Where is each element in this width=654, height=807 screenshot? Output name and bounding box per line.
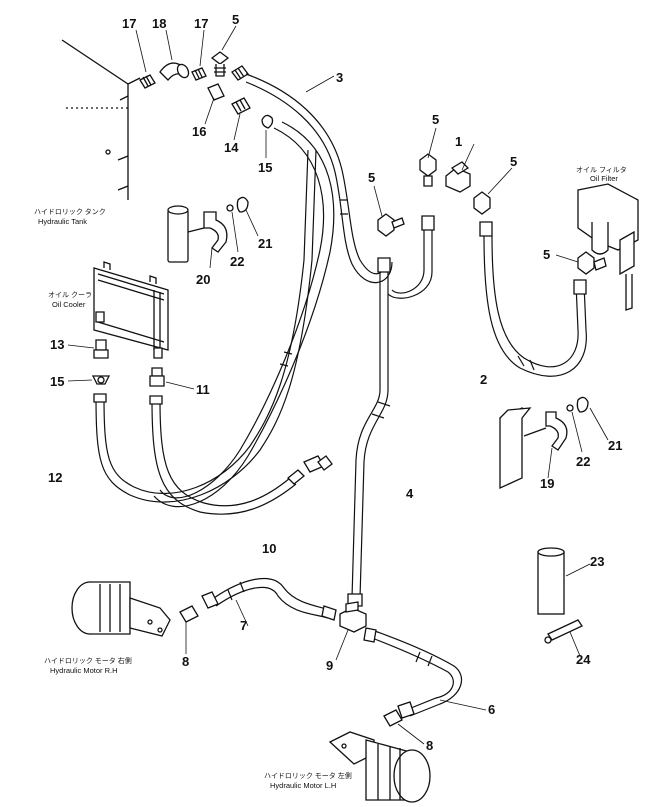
callout-7: 7 (240, 618, 247, 633)
leader-lines-cooler (67, 344, 195, 390)
leader-lines-top (135, 25, 335, 158)
motor-rh-en-label: Hydraulic Motor R.H (50, 666, 118, 675)
leader-lines-center (373, 127, 513, 217)
callout-16: 16 (192, 124, 206, 139)
oil-cooler (93, 261, 169, 359)
motor-rh-jp-label: ハイドロリック モータ 右側 (44, 656, 132, 665)
callout-14: 14 (224, 140, 239, 155)
callout-9: 9 (326, 658, 333, 673)
callout-22a: 22 (230, 254, 244, 269)
hose-7 (213, 577, 331, 619)
callout-3: 3 (336, 70, 343, 85)
callout-15b: 15 (258, 160, 272, 175)
hydraulic-motor-rh (71, 581, 171, 637)
sleeve-23 (537, 547, 565, 615)
tank-outlet-fittings (139, 51, 274, 129)
callout-5e: 5 (543, 247, 550, 262)
callout-5c: 5 (368, 170, 375, 185)
clamp-assembly-right (499, 396, 589, 490)
callout-numbers: 1 2 3 4 5 5 5 5 5 6 7 8 8 9 10 11 12 13 … (48, 12, 622, 753)
oil-cooler-jp-label: オイル クーラ (48, 291, 92, 299)
callout-17a: 17 (122, 16, 136, 31)
hose-7-fittings (201, 591, 337, 621)
callout-24: 24 (576, 652, 591, 667)
oil-filter-jp-label: オイル フィルタ (576, 165, 627, 174)
oil-filter (577, 183, 639, 311)
callout-4: 4 (406, 486, 414, 501)
callout-15a: 15 (50, 374, 64, 389)
leader-lines-clamp-upper (209, 209, 259, 269)
hose-6 (371, 629, 463, 717)
callout-12: 12 (48, 470, 62, 485)
callout-21b: 21 (608, 438, 622, 453)
hose-2 (483, 235, 587, 377)
callout-10: 10 (262, 541, 276, 556)
hydraulic-tank-jp-label: ハイドロリック タンク (34, 207, 106, 216)
oil-filter-en-label: Oil Filter (590, 174, 618, 183)
tee-fitting-10 (287, 455, 333, 485)
callout-1: 1 (455, 134, 462, 149)
hydraulic-motor-lh (328, 731, 431, 803)
motor-lh-jp-label: ハイドロリック モータ 左側 (264, 771, 352, 780)
callout-6: 6 (488, 702, 495, 717)
hose-10 (151, 399, 297, 515)
hydraulic-tank (61, 39, 141, 200)
hose-3 (245, 73, 393, 284)
hose-12 (95, 149, 317, 503)
callout-5a: 5 (232, 12, 239, 27)
callout-19: 19 (540, 476, 554, 491)
cooler-fittings (91, 339, 165, 387)
callout-21a: 21 (258, 236, 272, 251)
callout-8a: 8 (182, 654, 189, 669)
leader-lines-clamp-right (547, 407, 609, 479)
center-fittings (377, 153, 493, 273)
oil-cooler-en-label: Oil Cooler (52, 300, 86, 309)
motor-fittings-8 (179, 605, 403, 727)
clamp-assembly-upper (167, 196, 249, 263)
leader-lines-23-24 (565, 563, 591, 657)
callout-11: 11 (196, 382, 210, 397)
callout-22b: 22 (576, 454, 590, 469)
band-24 (544, 619, 583, 644)
callout-17b: 17 (194, 16, 208, 31)
hydraulic-tank-en-label: Hydraulic Tank (38, 217, 87, 226)
hose-6-fittings (363, 627, 415, 719)
motor-lh-en-label: Hydraulic Motor L.H (270, 781, 336, 790)
callout-5d: 5 (510, 154, 517, 169)
callout-2: 2 (480, 372, 487, 387)
callout-23: 23 (590, 554, 604, 569)
leader-lines-8 (185, 599, 425, 745)
hose-4 (351, 272, 391, 599)
hose-center-loop (387, 230, 433, 299)
callout-5b: 5 (432, 112, 439, 127)
callout-8b: 8 (426, 738, 433, 753)
callout-13: 13 (50, 337, 64, 352)
callout-18: 18 (152, 16, 166, 31)
tee-fitting-9 (339, 601, 367, 633)
callout-20: 20 (196, 272, 210, 287)
